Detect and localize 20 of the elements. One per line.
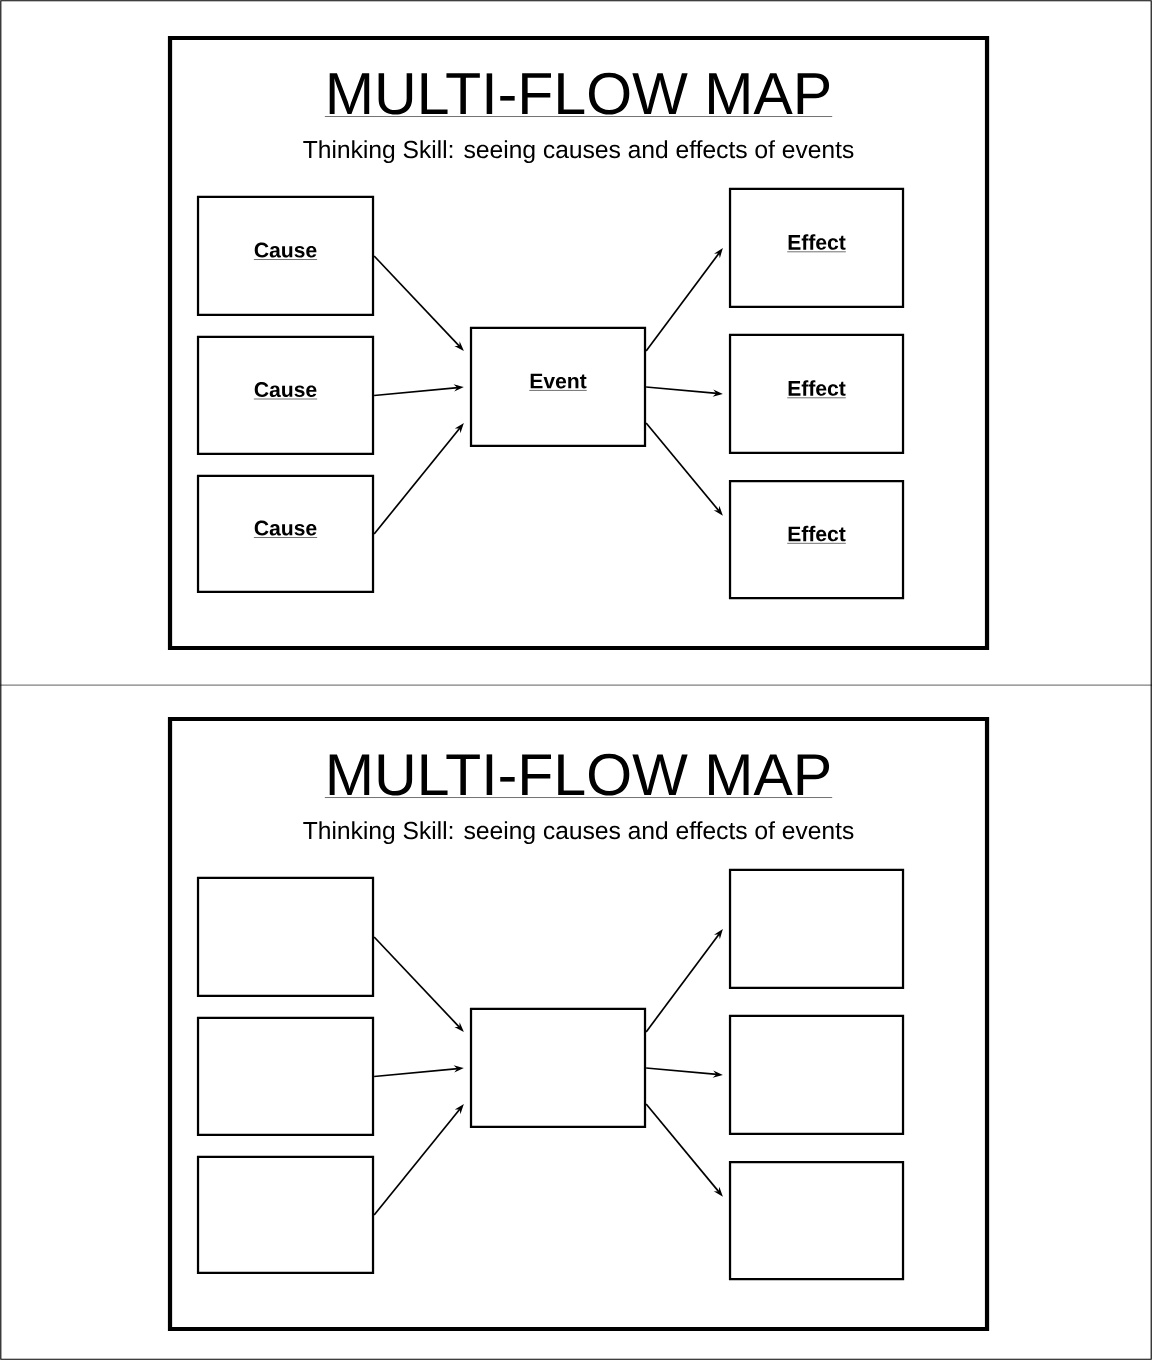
title: MULTI-FLOW MAP (324, 72, 833, 117)
map-panel (167, 716, 990, 1332)
label-box: Cause (196, 474, 375, 594)
label-box: Cause (196, 195, 375, 317)
empty-box (196, 876, 375, 998)
empty-box (728, 868, 905, 990)
subtitle: Thinking Skill: seeing causes and effects of events (303, 140, 854, 164)
map-panel (167, 35, 990, 651)
subtitle: Thinking Skill: seeing causes and effects of events (303, 821, 854, 845)
label-box: Effect (728, 187, 905, 309)
empty-box (196, 1155, 375, 1275)
label-box: Effect (728, 479, 905, 600)
empty-box (196, 1016, 375, 1137)
label-box: Event (469, 326, 647, 448)
empty-box (728, 1160, 905, 1281)
label-box: Effect (728, 333, 905, 455)
label-box: Cause (196, 335, 375, 456)
empty-box (728, 1014, 905, 1136)
empty-box (469, 1007, 647, 1129)
title: MULTI-FLOW MAP (324, 753, 833, 798)
